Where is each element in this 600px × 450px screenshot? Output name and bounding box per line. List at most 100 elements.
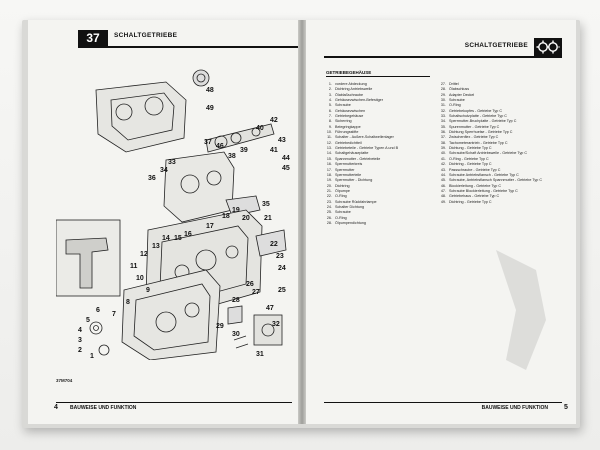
- callout-label: 42: [270, 117, 278, 124]
- callout-label: 5: [86, 317, 90, 324]
- callout-label: 14: [162, 235, 170, 242]
- legend-item-text: vordere Abdeckung: [335, 82, 367, 86]
- legend-item: 21.Ölpumpe: [324, 189, 436, 194]
- callout-label: 48: [206, 87, 214, 94]
- legend-item-text: Getriebekopfes - Getriebe Typ C: [449, 108, 503, 113]
- legend-item-text: Drittel: [449, 82, 459, 86]
- callout-label: 21: [264, 215, 272, 222]
- legend-item-number: 33.: [440, 114, 446, 119]
- legend-item-number: 8.: [328, 119, 332, 124]
- legend-item-number: 15.: [326, 156, 332, 161]
- callout-label: 15: [174, 235, 182, 242]
- right-page-number: 5: [564, 404, 568, 411]
- legend-item-number: 46.: [440, 183, 446, 188]
- legend-item-text: Gehäusezwischen: [335, 108, 366, 113]
- legend-item-number: 10.: [326, 130, 332, 135]
- legend-item-text: Gehäusezwischen-Befestiger: [335, 98, 383, 103]
- legend-item-text: Sperrmutter - Dichtung: [335, 178, 373, 183]
- callout-label: 9: [146, 287, 150, 294]
- legend-item-text: Getriebehaus - Getriebe Typ C: [449, 194, 500, 199]
- legend-item-number: 18.: [326, 172, 332, 177]
- legend-item-number: 7.: [328, 114, 332, 119]
- legend-item: 30.Schraube: [438, 98, 550, 103]
- legend-item-number: 1.: [328, 82, 332, 86]
- callout-label: 49: [206, 105, 214, 112]
- callout-label: 35: [262, 201, 270, 208]
- legend-item: 8.Sicherring: [324, 119, 436, 124]
- legend-item-text: Getriebegehäuse: [335, 114, 364, 119]
- legend-item: 6.Gehäusezwischen: [324, 109, 436, 114]
- left-header-title: SCHALTGETRIEBE: [114, 32, 178, 39]
- legend-item-text: Schalter Dichtung: [335, 204, 365, 209]
- callout-label: 40: [256, 125, 264, 132]
- left-page-number: 4: [54, 404, 58, 411]
- legend-item: 13.Getriebeteile - Getriebe Typen A und …: [324, 146, 436, 151]
- left-footer-text: BAUWEISE UND FUNKTION: [70, 405, 137, 411]
- legend-item-number: 26.: [326, 215, 332, 220]
- legend-item-text: Schaltschutzplatte - Getriebe Typ C: [449, 114, 507, 119]
- legend-item: 5.Schraube: [324, 103, 436, 108]
- legend-item-text: Spannmutter - Getriebeteile: [335, 156, 381, 161]
- legend-item: 27.Drittel: [438, 82, 550, 87]
- callout-label: 37: [204, 139, 212, 146]
- legend-item: 28.Ölpumpendichtung: [324, 221, 436, 226]
- legend-item-text: Ölpumpendichtung: [335, 220, 366, 225]
- callout-label: 8: [126, 299, 130, 306]
- legend-item: 40.Schraube/Schaft Antriebswelle - Getri…: [438, 151, 550, 156]
- legend-item-text: Dichtring Antriebswelle: [335, 87, 373, 92]
- legend-item-number: 25.: [326, 210, 332, 215]
- legend-item-number: 40.: [440, 151, 446, 156]
- legend-item-number: 45.: [440, 178, 446, 183]
- callout-label: 1: [90, 353, 94, 360]
- legend-item-number: 17.: [326, 167, 332, 172]
- callout-label: 47: [266, 305, 274, 312]
- legend-item: 12.Getriebedichtteil: [324, 141, 436, 146]
- callout-label: 22: [270, 241, 278, 248]
- legend-item-text: Spurenmutter - Getriebe Typ C: [449, 124, 500, 129]
- legend-item-text: Belegringkappe: [335, 124, 361, 129]
- callout-label: 38: [228, 153, 236, 160]
- legend-item-text: Zwischenflex - Getriebe Typ C: [449, 135, 499, 140]
- legend-item: 17.Sperrmutter: [324, 168, 436, 173]
- callout-label: 26: [246, 281, 254, 288]
- legend-item: 38.Tachometerantrieb - Getriebe Typ C: [438, 141, 550, 146]
- legend-item: 18.Sperrmutterteile: [324, 173, 436, 178]
- right-footer: BAUWEISE UND FUNKTION: [324, 402, 562, 413]
- callout-label: 31: [256, 351, 264, 358]
- legend-item: 1.vordere Abdeckung: [324, 82, 436, 87]
- legend-item-number: 47.: [440, 188, 446, 193]
- legend-item: 3.Ölablaßschraube: [324, 93, 436, 98]
- legend-item-text: O-Ring - Getriebe Typ C: [449, 156, 489, 161]
- legend-item-text: Ölabschluss: [449, 87, 470, 92]
- left-page: 37 SCHALTGETRIEBE: [28, 20, 298, 424]
- callout-label: 23: [276, 253, 284, 260]
- callout-label: 44: [282, 155, 290, 162]
- callout-label: 33: [168, 159, 176, 166]
- legend-item: 39.Dichtung - Getriebe Typ C: [438, 146, 550, 151]
- callout-label: 28: [232, 297, 240, 304]
- callout-label: 29: [216, 323, 224, 330]
- left-page-header: 37 SCHALTGETRIEBE: [78, 30, 298, 48]
- legend-item: 4.Gehäusezwischen-Befestiger: [324, 98, 436, 103]
- callout-label: 13: [152, 243, 160, 250]
- legend-item-number: 36.: [440, 130, 446, 135]
- legend-item-number: 34.: [440, 119, 446, 124]
- callout-label: 12: [140, 251, 148, 258]
- legend-item-text: Schraube/Schaft Antriebswelle - Getriebe…: [449, 151, 528, 156]
- legend-item-number: 22.: [326, 194, 332, 199]
- legend-item-number: 21.: [326, 188, 332, 193]
- legend-item-number: 11.: [327, 135, 332, 140]
- callout-label: 30: [232, 331, 240, 338]
- callout-label: 25: [278, 287, 286, 294]
- open-manual: 37 SCHALTGETRIEBE: [22, 20, 580, 428]
- legend-item: 45.Schraube, Antriebsflansch Spannmutter…: [438, 178, 550, 183]
- right-page-header: SCHALTGETRIEBE: [324, 38, 562, 58]
- legend-item-text: Dichtring: [335, 183, 350, 188]
- legend-item-number: 5.: [328, 103, 332, 108]
- legend-item-number: 14.: [326, 151, 332, 156]
- callout-label: 18: [222, 213, 230, 220]
- legend-item: 47.Schraube Blockierleitung - Getriebe T…: [438, 189, 550, 194]
- callout-label: 46: [216, 143, 224, 150]
